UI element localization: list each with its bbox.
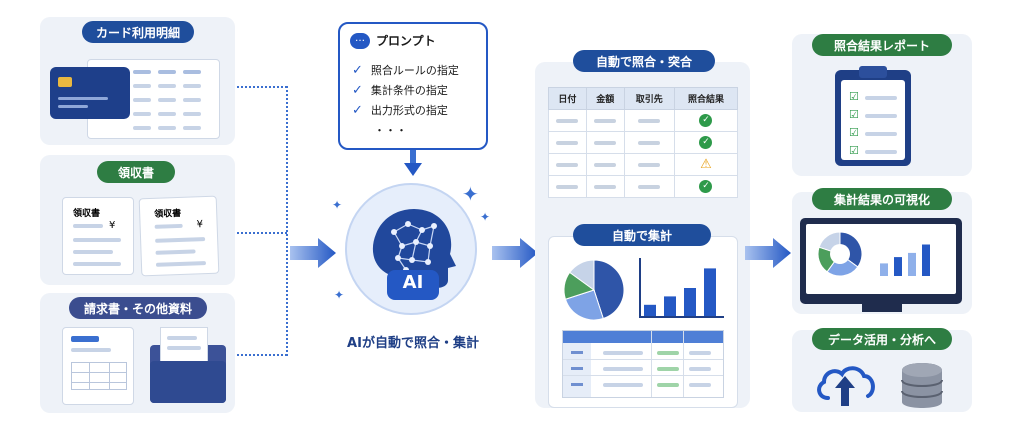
connector-receipt (237, 232, 287, 234)
checkmark-icon: ✓ (352, 82, 363, 98)
pie-slice (826, 253, 859, 277)
bar (880, 263, 888, 276)
arrow-to-ai-icon (290, 238, 336, 268)
receipt-panel: 領収書 領収書 ¥ 領収書 ¥ (40, 155, 235, 285)
receipt-label: 領収書 (97, 161, 175, 183)
cloud-upload-icon (817, 366, 875, 406)
matching-header: 日付 (548, 87, 587, 110)
checkmark-icon: ✓ (352, 102, 363, 118)
warning-icon: ⚠ (700, 157, 712, 172)
receipt-doc-1: 領収書 ¥ (62, 197, 134, 275)
visualization-label: 集計結果の可視化 (812, 188, 952, 210)
prompt-item: ✓照合ルールの指定 (352, 62, 459, 78)
matching-header: 照合結果 (673, 87, 739, 110)
matching-header: 金額 (585, 87, 625, 110)
aggregation-title: 自動で集計 (573, 224, 711, 246)
check-circle-icon: ✓ (699, 114, 713, 127)
folder-icon (150, 327, 226, 403)
credit-card-icon (50, 67, 130, 119)
matching-row: ✓ (548, 175, 739, 198)
yen-mark-2: ¥ (196, 219, 204, 231)
aggregate-table (562, 330, 724, 398)
matching-row: ✓ (548, 109, 739, 132)
bar (664, 296, 676, 316)
aggregation-bar-chart (639, 258, 724, 318)
prompt-item: ✓出力形式の指定 (352, 102, 448, 118)
report-label: 照合結果レポート (812, 34, 952, 56)
clipboard-icon: ☑ ☑ ☑ ☑ (835, 66, 911, 166)
invoice-label: 請求書・その他資料 (69, 297, 207, 319)
arrow-down-icon (404, 150, 422, 176)
data-label: データ活用・分析へ (812, 328, 952, 350)
bar (704, 268, 716, 316)
ai-caption: AIが自動で照合・集計 (347, 336, 479, 351)
bar (684, 288, 696, 316)
checkmark-icon: ✓ (352, 62, 363, 78)
arrow-to-outputs-icon (745, 238, 791, 268)
connector-invoice (237, 354, 287, 356)
matching-table: 日付 金額 取引先 照合結果 ✓ ✓ ⚠ ✓ (548, 87, 739, 198)
bar (922, 244, 930, 276)
pie-slice (569, 259, 595, 291)
connector-vertical (286, 86, 288, 356)
bar (894, 257, 902, 276)
check-circle-icon: ✓ (699, 136, 713, 149)
visual-bar-chart (880, 244, 930, 276)
matching-row: ⚠ (548, 153, 739, 176)
chat-bubble-icon: … (350, 32, 370, 49)
bar (908, 252, 916, 276)
card-statement-panel: カード利用明細 (40, 17, 235, 145)
database-icon (901, 363, 943, 408)
matching-header: 取引先 (623, 87, 675, 110)
invoice-panel: 請求書・その他資料 (40, 293, 235, 413)
ai-badge (387, 270, 439, 300)
connector-card (237, 86, 287, 88)
pie-slice (839, 231, 863, 268)
aggregation-pie-chart (563, 259, 625, 321)
prompt-ellipsis: ・・・ (374, 124, 407, 137)
pie-slice (593, 259, 625, 320)
ai-badge-text: AI (402, 272, 424, 293)
sparkle-icon: ✦ (480, 210, 491, 224)
matching-row: ✓ (548, 131, 739, 154)
receipt-doc-2: 領収書 ¥ (138, 195, 220, 277)
card-statement-label: カード利用明細 (82, 21, 194, 43)
check-circle-icon: ✓ (699, 180, 713, 193)
sparkle-icon: ✦ (334, 288, 345, 302)
matching-title: 自動で照合・突合 (573, 50, 715, 72)
invoice-doc (62, 327, 134, 405)
bar (644, 304, 656, 316)
prompt-title: プロンプト (376, 34, 436, 48)
sparkle-icon: ✦ (332, 198, 343, 212)
visualization-panel: 集計結果の可視化 (792, 188, 972, 314)
arrow-to-processing-icon (492, 238, 538, 268)
visual-donut-chart (817, 231, 863, 277)
data-panel: データ活用・分析へ (792, 328, 972, 412)
prompt-item: ✓集計条件の指定 (352, 82, 448, 98)
yen-mark: ¥ (109, 220, 116, 231)
prompt-box: … プロンプト ✓照合ルールの指定 ✓集計条件の指定 ✓出力形式の指定 ・・・ (338, 22, 488, 150)
monitor-icon (800, 218, 962, 304)
report-panel: 照合結果レポート ☑ ☑ ☑ ☑ (792, 34, 972, 176)
pie-slice (564, 289, 604, 321)
sparkle-icon: ✦ (462, 182, 479, 206)
